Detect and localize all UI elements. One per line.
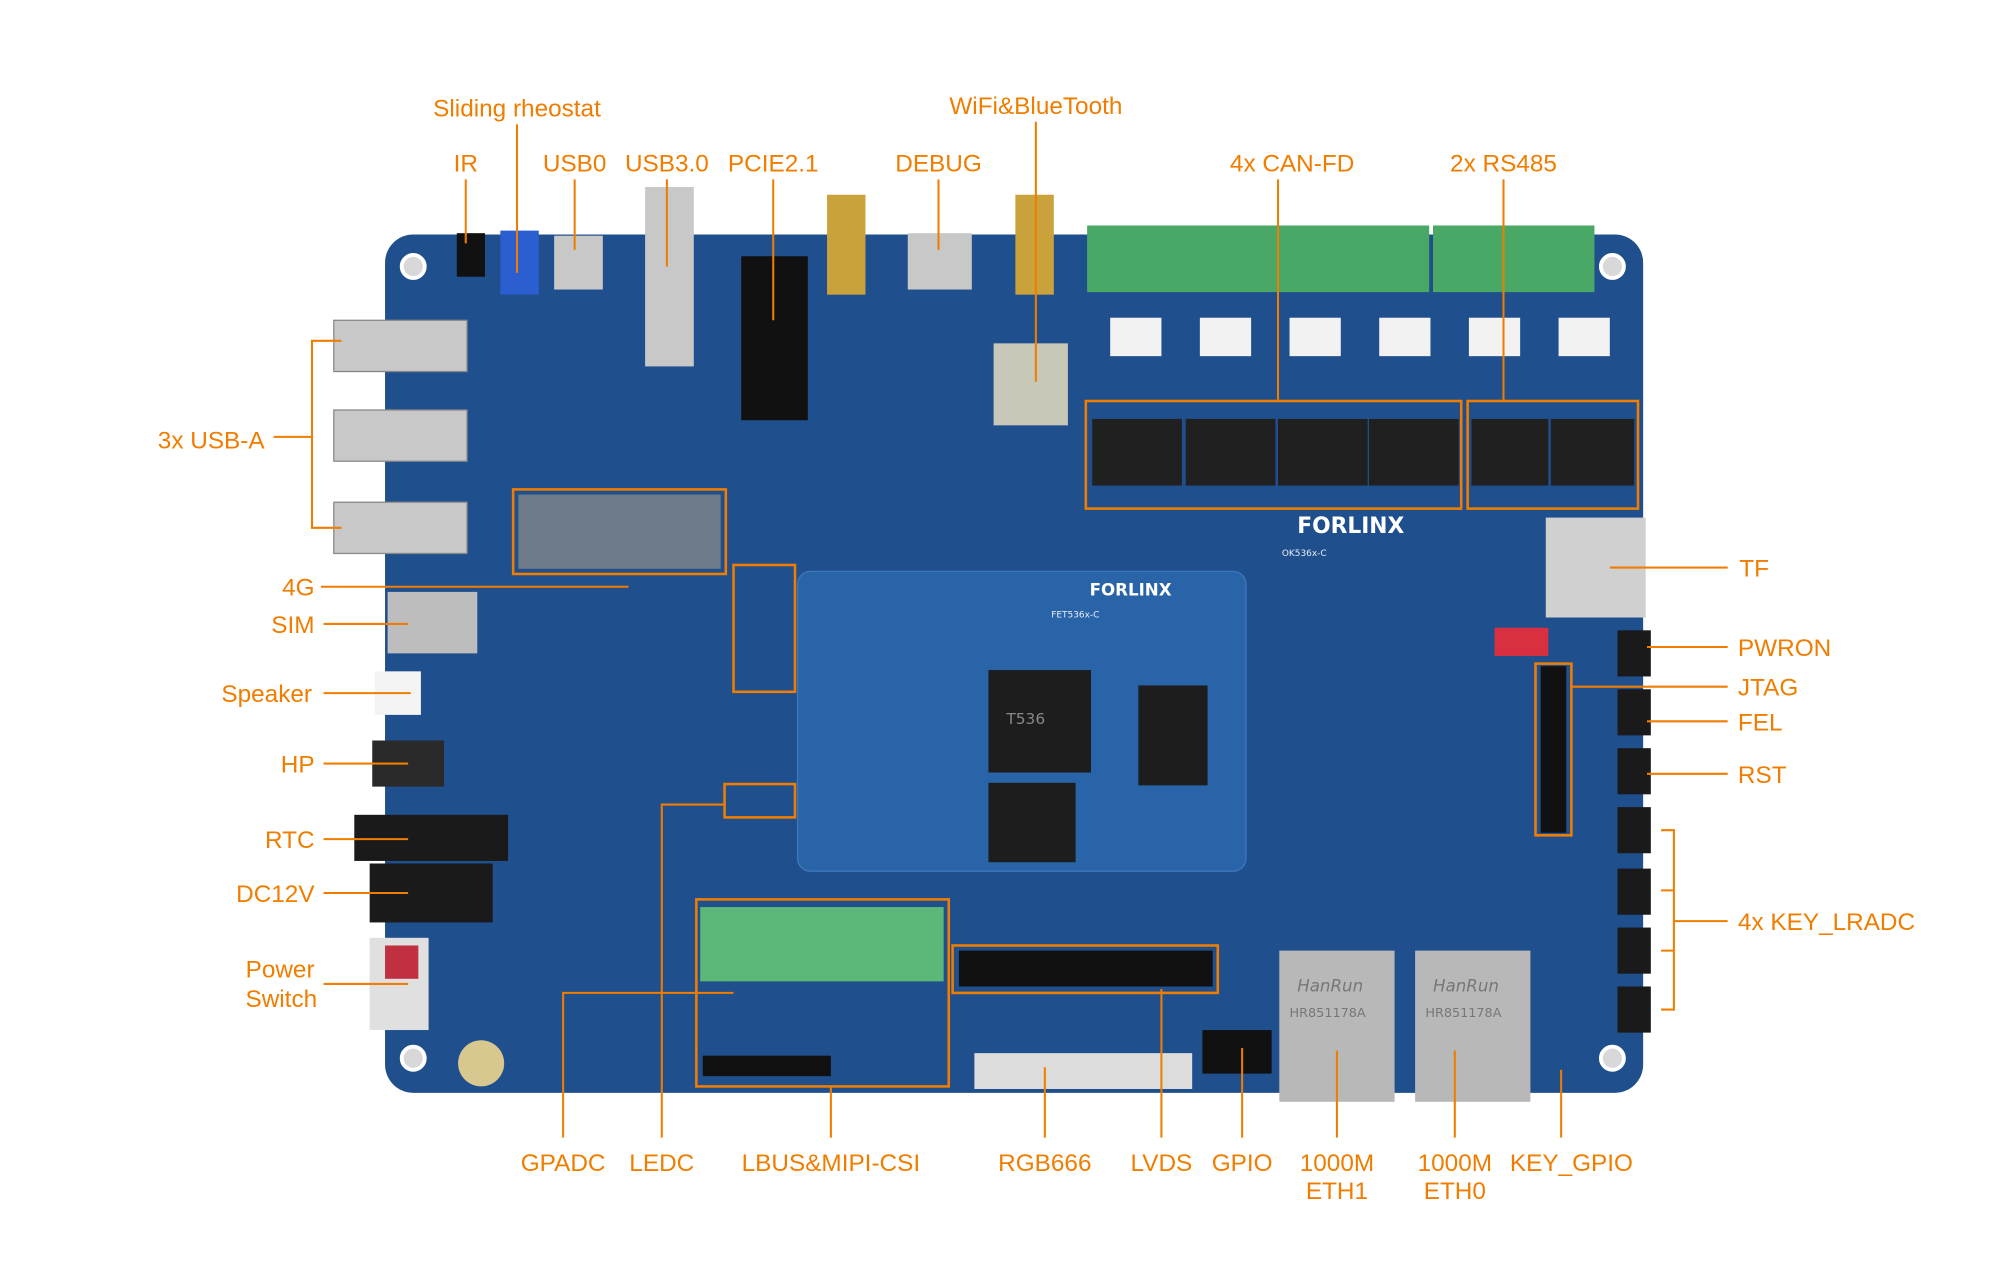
usb3-port <box>645 187 694 367</box>
usb-a-ports <box>333 319 468 555</box>
label-eth1-line1: 1000M <box>1300 1150 1374 1177</box>
mipi-connector <box>702 1055 831 1077</box>
antenna-wifi <box>1015 194 1054 295</box>
switch-knob <box>385 945 419 979</box>
eth0-brand: HanRun <box>1433 977 1499 996</box>
label-sliding-rheostat: Sliding rheostat <box>433 96 601 123</box>
cpu-label: T536 <box>1005 710 1045 728</box>
label-fel: FEL <box>1738 709 1783 736</box>
label-rst: RST <box>1738 762 1787 789</box>
ir-receiver <box>456 233 485 277</box>
label-usb0: USB0 <box>543 151 607 178</box>
label-rs485: 2x RS485 <box>1450 151 1557 178</box>
label-key-gpio: KEY_GPIO <box>1510 1150 1633 1177</box>
label-gpadc: GPADC <box>521 1150 606 1177</box>
jtag-header <box>1540 666 1567 833</box>
emmc-chip <box>988 782 1076 863</box>
memory-chip <box>1138 685 1208 786</box>
label-gpio: GPIO <box>1212 1150 1273 1177</box>
label-jtag: JTAG <box>1738 675 1798 702</box>
usb0-port <box>554 235 603 290</box>
board-model: OK536x-C <box>1282 549 1327 559</box>
side-buttons <box>1617 630 1651 1033</box>
som-model: FET536x-C <box>1051 611 1099 621</box>
label-speaker: Speaker <box>221 681 312 708</box>
label-pwron: PWRON <box>1738 635 1831 662</box>
som-brand: FORLINX <box>1090 581 1172 600</box>
eth0-part: HR851178A <box>1425 1006 1501 1021</box>
eth0-jack: HanRun HR851178A <box>1415 950 1531 1102</box>
sim-slot <box>387 591 478 654</box>
label-lvds: LVDS <box>1131 1150 1193 1177</box>
label-wifi-bt: WiFi&BlueTooth <box>949 93 1122 120</box>
rs485-terminal <box>1433 225 1595 293</box>
can-terminal <box>1087 225 1430 293</box>
label-ir: IR <box>454 151 478 178</box>
debug-port <box>907 233 972 290</box>
leader-lines <box>273 121 1728 1138</box>
label-sim: SIM <box>271 612 314 639</box>
rheostat <box>500 230 539 295</box>
pcie-slot <box>741 256 808 421</box>
eth1-brand: HanRun <box>1297 977 1363 996</box>
dip-switch <box>1494 627 1549 656</box>
label-dc12v: DC12V <box>236 881 315 908</box>
label-eth0-line1: 1000M <box>1418 1150 1492 1177</box>
lbus-header <box>700 907 944 982</box>
label-hp: HP <box>281 752 315 779</box>
label-4g: 4G <box>282 575 314 602</box>
capacitor <box>458 1040 505 1087</box>
label-lbus-mipi: LBUS&MIPI-CSI <box>742 1150 920 1177</box>
board-brand: FORLINX <box>1297 514 1404 539</box>
mounting-holes <box>399 253 1626 1072</box>
label-tf: TF <box>1739 556 1769 583</box>
4g-slot <box>518 494 721 569</box>
label-debug: DEBUG <box>895 151 982 178</box>
rtc-battery <box>354 814 509 861</box>
wifi-module <box>993 343 1068 426</box>
label-power-line2: Switch <box>245 986 317 1013</box>
eth1-part: HR851178A <box>1290 1006 1366 1021</box>
label-power-line1: Power <box>246 957 315 984</box>
antenna-4g <box>827 194 866 295</box>
transceivers <box>1092 418 1635 486</box>
label-can-fd: 4x CAN-FD <box>1230 151 1354 178</box>
can-relays <box>1110 317 1610 357</box>
label-usb-a: 3x USB-A <box>158 427 266 454</box>
label-ledc: LEDC <box>629 1150 694 1177</box>
label-key-lradc: 4x KEY_LRADC <box>1738 909 1915 936</box>
label-pcie21: PCIE2.1 <box>728 151 819 178</box>
cpu-chip <box>988 670 1091 773</box>
rgb-connector <box>974 1053 1193 1089</box>
label-rgb666: RGB666 <box>998 1150 1091 1177</box>
label-rtc: RTC <box>265 827 315 854</box>
label-eth0-line2: ETH0 <box>1424 1178 1486 1205</box>
label-usb30: USB3.0 <box>625 151 709 178</box>
label-eth1-line2: ETH1 <box>1306 1178 1368 1205</box>
gpio-header <box>1202 1030 1272 1074</box>
lvds-header <box>959 950 1213 987</box>
